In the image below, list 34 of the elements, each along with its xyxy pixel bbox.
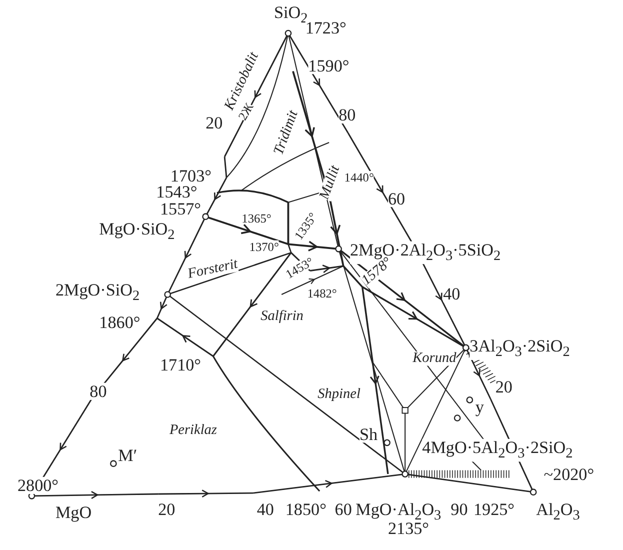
compound-label: 4MgO·5Al$_{2}$O$_{3}$·2SiO$_{2}$ <box>422 438 573 462</box>
temperature-label: 1723° <box>305 19 346 36</box>
scale-number: 60 <box>334 500 352 518</box>
temperature-label: 1440° <box>344 171 374 184</box>
compound-label: MgO <box>55 504 92 521</box>
temperature-label: 1543° <box>156 183 198 200</box>
temperature-label: 1365° <box>242 212 272 224</box>
scale-number: 40 <box>443 285 460 302</box>
temperature-label: 1703° <box>170 167 212 184</box>
temperature-label: 1370° <box>249 240 279 253</box>
point-label: M′ <box>118 446 138 464</box>
point-label: Sh <box>359 426 378 443</box>
temperature-label: 2800° <box>17 476 59 494</box>
scale-number: 20 <box>495 378 512 396</box>
phase-region-label: Shpinel <box>318 388 360 402</box>
temperature-label: 1860° <box>99 314 140 331</box>
scale-number: 40 <box>256 500 274 518</box>
temperature-label: 1850° <box>285 500 326 518</box>
temperature-label: 1590° <box>308 57 350 74</box>
temperature-label: ~2020° <box>544 466 594 483</box>
scale-number: 90 <box>450 500 468 518</box>
temperature-label: 2135° <box>388 520 430 537</box>
scale-number: 80 <box>338 106 356 124</box>
temperature-label: 1925° <box>473 500 515 518</box>
temperature-label: 1482° <box>307 286 337 300</box>
temperature-label: 1710° <box>160 356 202 374</box>
scale-number: 80 <box>90 382 107 400</box>
scale-number: 20 <box>158 500 176 518</box>
scale-number: 20 <box>206 114 223 132</box>
compound-label: 3Al$_{2}$O$_{3}$·2SiO$_{2}$ <box>470 337 570 360</box>
phase-region-label: Korund <box>412 352 456 366</box>
phase-region-label: Salfirin <box>260 310 304 324</box>
scale-number: 60 <box>388 190 406 208</box>
temperature-label: 1557° <box>160 200 202 218</box>
